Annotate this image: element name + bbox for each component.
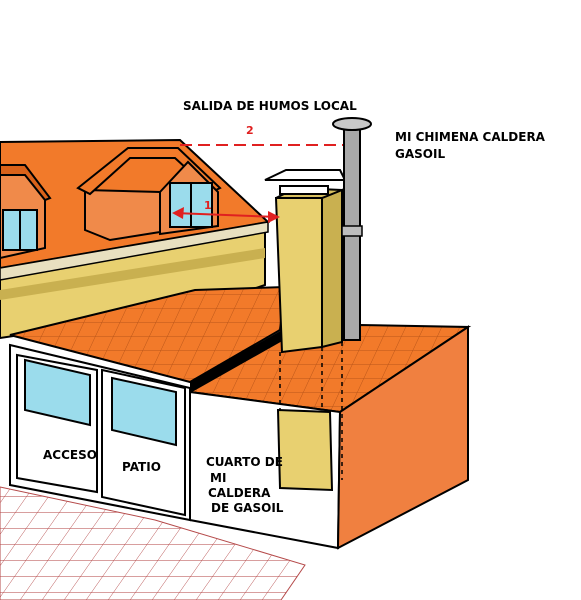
label-cuarto-line3: CALDERA [208,486,271,500]
door-patio[interactable] [101,368,186,517]
room-wall-side [336,325,469,550]
label-chimenea-line2: GASOIL [395,147,445,161]
marker-1: 1 [204,199,212,212]
label-chimenea-line1: MI CHIMENA CALDERA [395,130,546,144]
label-patio: PATIO [122,460,161,474]
house-wall-shade [0,248,265,300]
label-cuarto-line4: DE GASOIL [211,501,284,515]
marker-2: 2 [246,124,254,137]
dormer-right [76,147,222,242]
dimension-line-1 [172,207,280,223]
label-acceso: ACCESO [43,448,97,462]
door-acceso[interactable] [16,353,98,494]
brick-chimney [264,169,347,492]
label-cuarto-line1: CUARTO DE [206,455,283,469]
paving [0,486,306,600]
flue-cap [332,117,372,131]
door-acceso-window [24,358,91,427]
roof-eave [0,221,269,281]
label-cuarto-line2: MI [210,471,226,485]
label-salida-humos: SALIDA DE HUMOS LOCAL [183,99,357,113]
patio-roof-edge [190,330,282,392]
flue-pipe [332,117,372,341]
door-patio-window [111,376,177,447]
dormer-left [0,164,52,260]
